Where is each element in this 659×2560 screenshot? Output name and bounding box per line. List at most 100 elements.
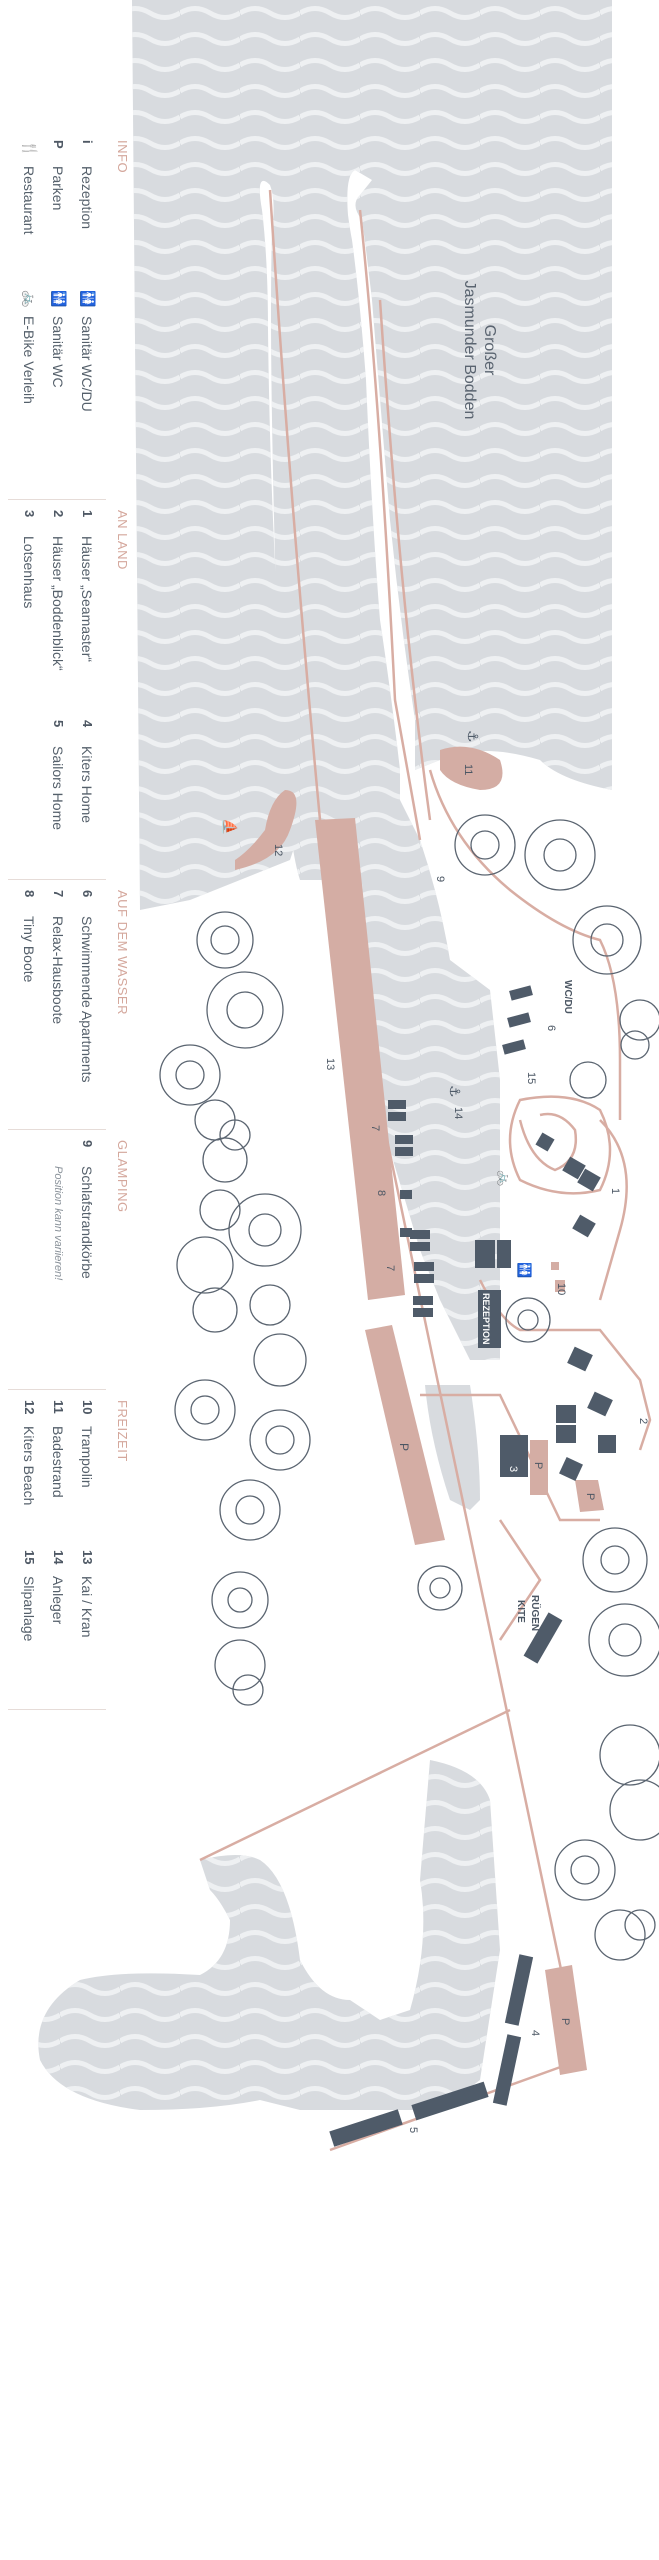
parking-label-small[interactable]: P	[532, 1462, 544, 1469]
legend-freizeit-title: FREIZEIT	[115, 1400, 130, 1462]
legend-label: Rezeption	[79, 166, 96, 230]
poi-7a[interactable]: 7	[369, 1125, 381, 1131]
legend-label: E-Bike Verleih	[21, 316, 38, 404]
legend-label: Schwimmende Apartments	[79, 916, 96, 1083]
houseboat-3	[395, 1135, 413, 1144]
legend-label: Tiny Boote	[21, 916, 38, 983]
poi-12[interactable]: 12	[272, 844, 284, 856]
legend-label: Trampolin	[79, 1426, 96, 1488]
poi-3[interactable]: 3	[507, 1466, 519, 1472]
poi-4[interactable]: 4	[529, 2030, 541, 2036]
houseboat-5	[410, 1230, 430, 1239]
lower-lagoon	[38, 1760, 500, 2110]
houseboat-7	[414, 1262, 434, 1271]
spit-path-left	[268, 189, 322, 821]
bike-icon: 🚲	[22, 290, 38, 308]
poi-13[interactable]: 13	[324, 1058, 336, 1070]
legend-key: 10	[80, 1400, 95, 1415]
seamaster-2	[577, 1168, 601, 1192]
legend-key: 6	[80, 890, 95, 898]
boddenblick-6	[559, 1457, 583, 1481]
divider	[8, 879, 106, 880]
legend-note: Position kann variieren!	[52, 1166, 65, 1281]
legend-row: 🚻Sanitär WC/DU	[73, 290, 102, 412]
reception-block-2	[497, 1240, 511, 1268]
poi-7b[interactable]: 7	[384, 1265, 396, 1271]
parking-label-south[interactable]: P	[559, 2018, 571, 2025]
poi-2[interactable]: 2	[637, 1418, 649, 1424]
lotsenhaus-building	[500, 1435, 528, 1477]
legend-label: Anleger	[50, 1576, 67, 1625]
legend-label: Häuser „Boddenblick“	[50, 536, 67, 671]
poi-15[interactable]: 15	[525, 1072, 537, 1084]
legend-label: Kiters Beach	[21, 1426, 38, 1506]
reception-building	[478, 1290, 501, 1348]
strandkorb	[551, 1262, 559, 1270]
wcdu-label[interactable]: WC/DU	[562, 980, 573, 1014]
reception-label[interactable]: REZEPTION	[481, 1293, 491, 1345]
parking-small-2	[575, 1480, 604, 1512]
house-loop	[508, 1095, 612, 1195]
legend-label: Kiters Home	[79, 746, 96, 824]
divider	[8, 1129, 106, 1130]
legend-an-land-title: AN LAND	[115, 510, 130, 570]
parking-label-main[interactable]: P	[397, 1443, 411, 1451]
houseboat-9	[413, 1296, 433, 1305]
poi-8[interactable]: 8	[375, 1190, 387, 1196]
poi-1[interactable]: 1	[609, 1188, 621, 1194]
parking-strip	[365, 1325, 445, 1545]
poi-9[interactable]: 9	[434, 876, 446, 882]
poi-10[interactable]: 10	[555, 1283, 567, 1295]
kite-label-2[interactable]: KITE	[515, 1600, 526, 1623]
legend-row: 🍴Restaurant	[15, 140, 44, 234]
boddenblick-4	[556, 1425, 576, 1443]
legend-key: 1	[80, 510, 95, 518]
legend-key: 2	[51, 510, 66, 518]
bike-icon: 🚲	[497, 1170, 512, 1186]
kiters-home-1	[504, 1954, 534, 2026]
tree-cluster-east	[417, 814, 659, 1961]
legend-label: Slipanlage	[21, 1576, 38, 1642]
legend-row: Position kann variieren!	[44, 1140, 73, 1280]
ruegen-kite-building	[523, 1612, 563, 1664]
apartment-2	[507, 1012, 531, 1028]
legend-label: Sanitär WC/DU	[79, 316, 96, 412]
poi-11[interactable]: 11	[462, 764, 474, 775]
kite-label-1[interactable]: RÜGEN	[529, 1595, 542, 1631]
legend-key: 8	[22, 890, 37, 898]
poi-6[interactable]: 6	[545, 1025, 557, 1031]
trampolin-pad	[555, 1280, 565, 1292]
water-name-line-2: Jasmunder Bodden	[461, 281, 478, 420]
legend-label: Restaurant	[21, 166, 38, 235]
boddenblick-5	[598, 1435, 616, 1453]
poi-14[interactable]: 14	[452, 1107, 464, 1119]
houseboat-4	[395, 1147, 413, 1156]
boddenblick-2	[587, 1391, 613, 1417]
spit-path-right	[378, 299, 432, 821]
poi-5[interactable]: 5	[407, 2127, 419, 2133]
parking-small-1	[530, 1440, 548, 1495]
parking-label-east[interactable]: P	[584, 1493, 596, 1500]
legend-label: Parken	[50, 166, 67, 211]
trees	[159, 814, 659, 1961]
bodden-waves	[132, 0, 612, 910]
legend-label: Relax-Hausboote	[50, 916, 67, 1025]
water-name-line-1: Großer	[481, 325, 498, 376]
